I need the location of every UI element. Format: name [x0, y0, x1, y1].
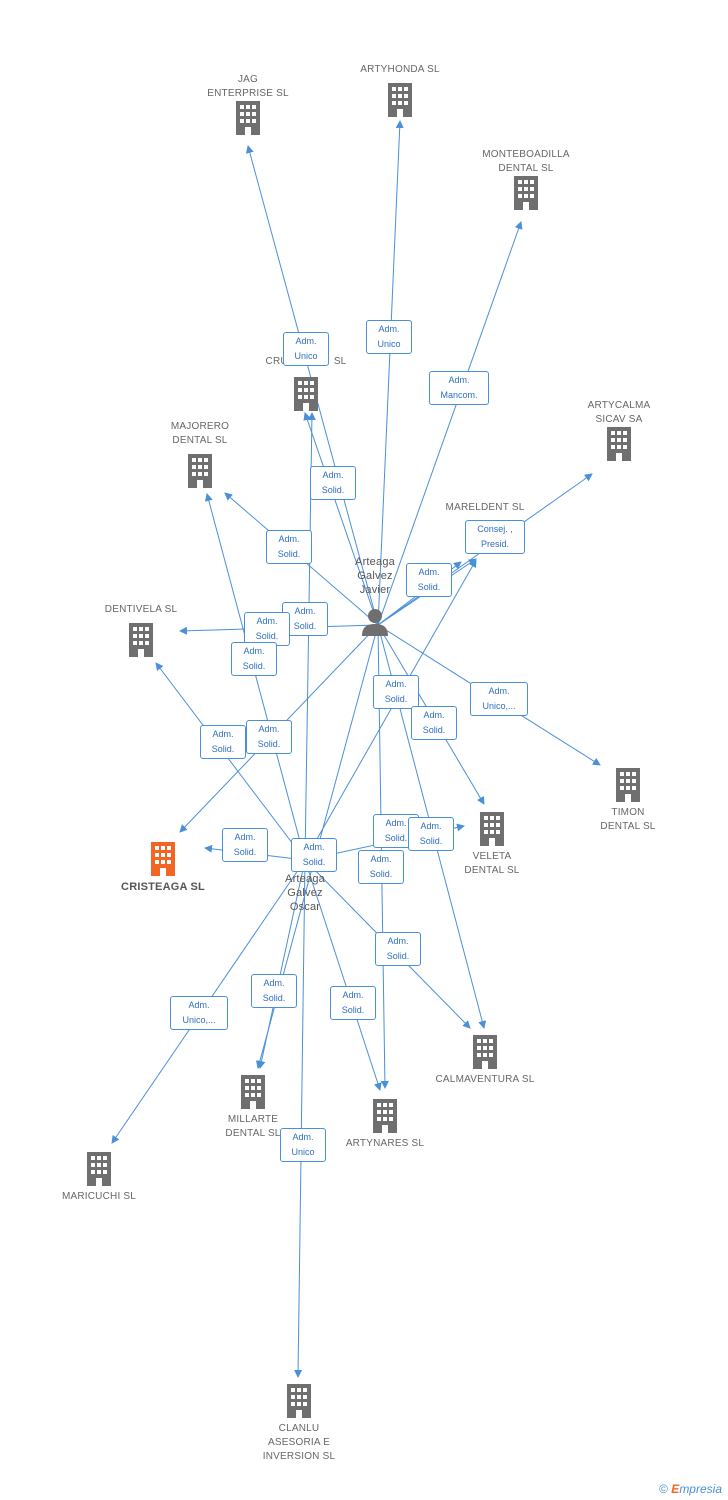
role-badge[interactable]: Adm. Solid. [330, 986, 376, 1020]
role-badge[interactable]: Adm. Solid. [291, 838, 337, 872]
company-node-artycalma[interactable]: ARTYCALMA SICAV SA [559, 399, 679, 461]
company-node-millarte[interactable]: MILLARTE DENTAL SL [193, 1075, 313, 1141]
building-icon [480, 812, 504, 846]
role-badge[interactable]: Adm. Solid. [244, 612, 290, 646]
relationship-edge [155, 662, 306, 861]
person-icon [362, 609, 388, 636]
building-icon [129, 623, 153, 657]
copyright-symbol: © [659, 1482, 668, 1496]
company-label: ARTYCALMA SICAV SA [587, 400, 651, 425]
company-node-majorero[interactable]: MAJORERO DENTAL SL [140, 420, 260, 488]
person-label: Arteaga Galvez Javier [355, 556, 395, 596]
role-badge[interactable]: Adm. Unico,... [470, 682, 528, 716]
company-node-artynares[interactable]: ARTYNARES SL [325, 1099, 445, 1151]
relationship-edge [304, 859, 382, 1091]
company-node-calmaventura[interactable]: CALMAVENTURA SL [425, 1035, 545, 1087]
building-icon [616, 768, 640, 802]
role-badge[interactable]: Adm. Mancom. [429, 371, 489, 405]
role-badge[interactable]: Adm. Solid. [408, 817, 454, 851]
company-label: MONTEBOADILLA DENTAL SL [482, 149, 570, 174]
company-node-jag-enterprise[interactable]: JAG ENTERPRISE SL [188, 73, 308, 135]
company-label: MILLARTE DENTAL SL [225, 1114, 281, 1139]
building-icon [388, 83, 412, 117]
building-icon [294, 377, 318, 411]
company-label: CLANLU ASESORIA E INVERSION SL [262, 1423, 336, 1462]
role-badge[interactable]: Adm. Unico,... [170, 996, 228, 1030]
company-label: CALMAVENTURA SL [435, 1074, 535, 1085]
building-icon [607, 427, 631, 461]
building-icon [151, 842, 175, 876]
company-label-head: CRU [265, 356, 288, 367]
company-node-monteboadilla[interactable]: MONTEBOADILLA DENTAL SL [466, 148, 586, 210]
role-badge[interactable]: Adm. Unico [366, 320, 412, 354]
company-label: TIMON DENTAL SL [600, 807, 656, 832]
company-node-clanlu[interactable]: CLANLU ASESORIA E INVERSION SL [239, 1384, 359, 1464]
role-badge[interactable]: Adm. Solid. [310, 466, 356, 500]
company-label: CRISTEAGA SL [121, 881, 205, 893]
relationship-edge [377, 120, 404, 626]
company-label: VELETA DENTAL SL [464, 851, 520, 876]
building-icon [373, 1099, 397, 1133]
company-label: ARTYNARES SL [345, 1138, 425, 1149]
role-badge[interactable]: Consej. , Presid. [465, 520, 525, 554]
building-icon [241, 1075, 265, 1109]
company-node-cristeaga[interactable]: CRISTEAGA SL [103, 842, 223, 894]
company-node-artyhonda[interactable]: ARTYHONDA SL [340, 63, 460, 117]
role-badge[interactable]: Adm. Unico [280, 1128, 326, 1162]
building-icon [473, 1035, 497, 1069]
company-label: MARICUCHI SL [61, 1191, 137, 1202]
building-icon [287, 1384, 311, 1418]
role-badge[interactable]: Adm. Solid. [358, 850, 404, 884]
company-label: ARTYHONDA SL [360, 64, 440, 75]
empresia-logo[interactable]: © Empresia [659, 1482, 722, 1496]
company-label: MARELDENT SL [445, 502, 525, 513]
role-badge[interactable]: Adm. Solid. [222, 828, 268, 862]
company-label: MAJORERO DENTAL SL [170, 421, 230, 446]
company-label-tail: SL [333, 356, 347, 367]
role-badge[interactable]: Adm. Unico [283, 332, 329, 366]
company-node-dentivela[interactable]: DENTIVELA SL [81, 603, 201, 657]
relationship-edge [377, 221, 523, 626]
role-badge[interactable]: Adm. Solid. [406, 563, 452, 597]
company-node-cru[interactable]: CRU SL [246, 355, 366, 411]
building-icon [188, 454, 212, 488]
role-badge[interactable]: Adm. Solid. [231, 642, 277, 676]
relationship-edge [304, 559, 477, 861]
role-badge[interactable]: Adm. Solid. [411, 706, 457, 740]
role-badge[interactable]: Adm. Solid. [251, 974, 297, 1008]
company-node-timon[interactable]: TIMON DENTAL SL [568, 768, 688, 834]
company-label: CRU SL [246, 355, 366, 369]
relationship-edge [294, 859, 306, 1378]
role-badge[interactable]: Adm. Solid. [200, 725, 246, 759]
company-label: JAG ENTERPRISE SL [207, 74, 289, 99]
company-node-mareldent[interactable]: MARELDENT SL [425, 501, 545, 515]
person-node-oscar[interactable]: Arteaga Galvez Oscar [245, 872, 365, 914]
role-badge[interactable]: Adm. Solid. [373, 675, 419, 709]
role-badge[interactable]: Adm. Solid. [246, 720, 292, 754]
brand-initial: E [671, 1482, 680, 1496]
company-label: DENTIVELA SL [104, 604, 178, 615]
company-node-veleta[interactable]: VELETA DENTAL SL [432, 812, 552, 878]
person-node-javier[interactable]: Arteaga Galvez Javier [315, 555, 435, 637]
brand-name: mpresia [679, 1482, 722, 1496]
relationship-edge [204, 493, 306, 861]
role-badge[interactable]: Adm. Solid. [375, 932, 421, 966]
relationship-edge [257, 859, 306, 1069]
person-label: Arteaga Galvez Oscar [285, 873, 325, 913]
building-icon [236, 101, 260, 135]
building-icon [87, 1152, 111, 1186]
company-node-maricuchi[interactable]: MARICUCHI SL [39, 1152, 159, 1204]
building-icon [514, 176, 538, 210]
role-badge[interactable]: Adm. Solid. [266, 530, 312, 564]
relationship-edge [303, 412, 379, 626]
